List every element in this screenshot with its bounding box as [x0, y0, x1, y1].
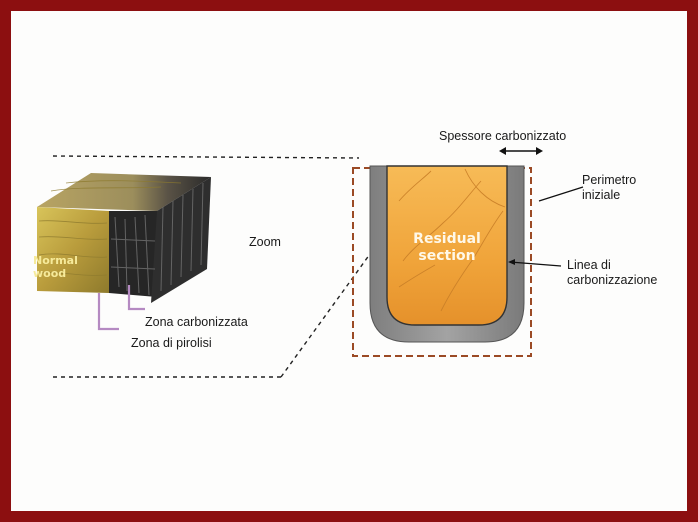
- thickness-arrowhead-right: [536, 147, 543, 155]
- char-line-label-line1: Linea di: [567, 258, 611, 272]
- char-thickness-label: Spessore carbonizzato: [439, 129, 567, 143]
- perimeter-leader: [538, 186, 584, 202]
- char-line-leader: [509, 261, 562, 267]
- zoom-label: Zoom: [249, 235, 281, 249]
- timber-normal-wood-face: [37, 207, 109, 293]
- diagram-frame: Normal wood Zoom Zona carbonizzata Zona …: [11, 11, 687, 511]
- cross-section: [352, 147, 584, 357]
- timber-charred-side: [151, 177, 211, 303]
- residual-section-label-line2: section: [418, 248, 476, 264]
- thickness-arrowhead-left: [499, 147, 506, 155]
- normal-wood-label: Normal wood: [33, 254, 78, 280]
- initial-perimeter-label-line2: iniziale: [582, 188, 621, 202]
- residual-section-label-line1: Residual: [413, 231, 481, 247]
- pyrolysis-zone-label: Zona di pirolisi: [131, 336, 212, 350]
- initial-perimeter-label-line1: Perimetro: [582, 173, 637, 187]
- zoom-line-top: [52, 155, 360, 159]
- timber-block: [37, 173, 211, 303]
- diagram-canvas: [37, 147, 584, 378]
- char-line-label-line2: carbonizzazione: [567, 273, 658, 287]
- residual-section-label: Residual section: [399, 231, 495, 265]
- timber-charred-front: [109, 211, 157, 297]
- char-zone-label: Zona carbonizzata: [145, 315, 248, 329]
- char-zone-bracket: [127, 285, 145, 311]
- char-line-arrowhead: [508, 259, 515, 265]
- pyrolysis-zone-bracket: [97, 293, 119, 331]
- zoom-line-diagonal: [280, 235, 384, 378]
- residual-section: [386, 165, 508, 326]
